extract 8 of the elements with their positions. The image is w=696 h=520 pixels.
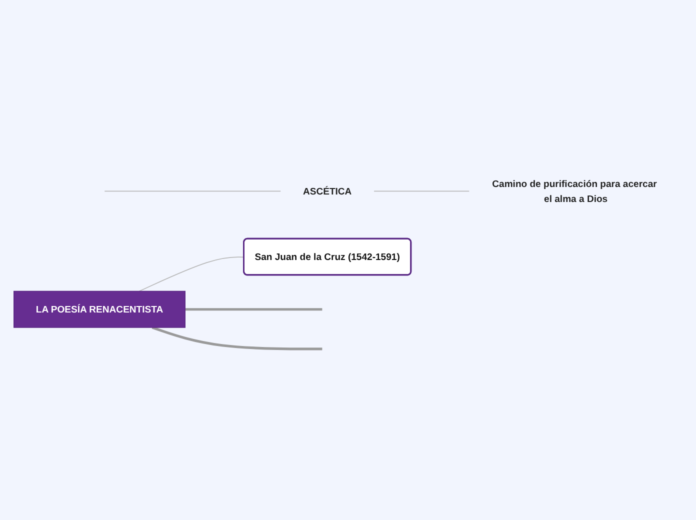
connector [373,190,470,192]
connector [185,308,322,311]
node-box: LA POESÍA RENACENTISTA [14,290,186,328]
node-text: Camino de purificación para acercar el alma a Dios [492,178,657,204]
connector [104,190,282,192]
connector [138,256,245,292]
connector [152,326,322,350]
node-text: ASCÉTICA [302,186,352,196]
